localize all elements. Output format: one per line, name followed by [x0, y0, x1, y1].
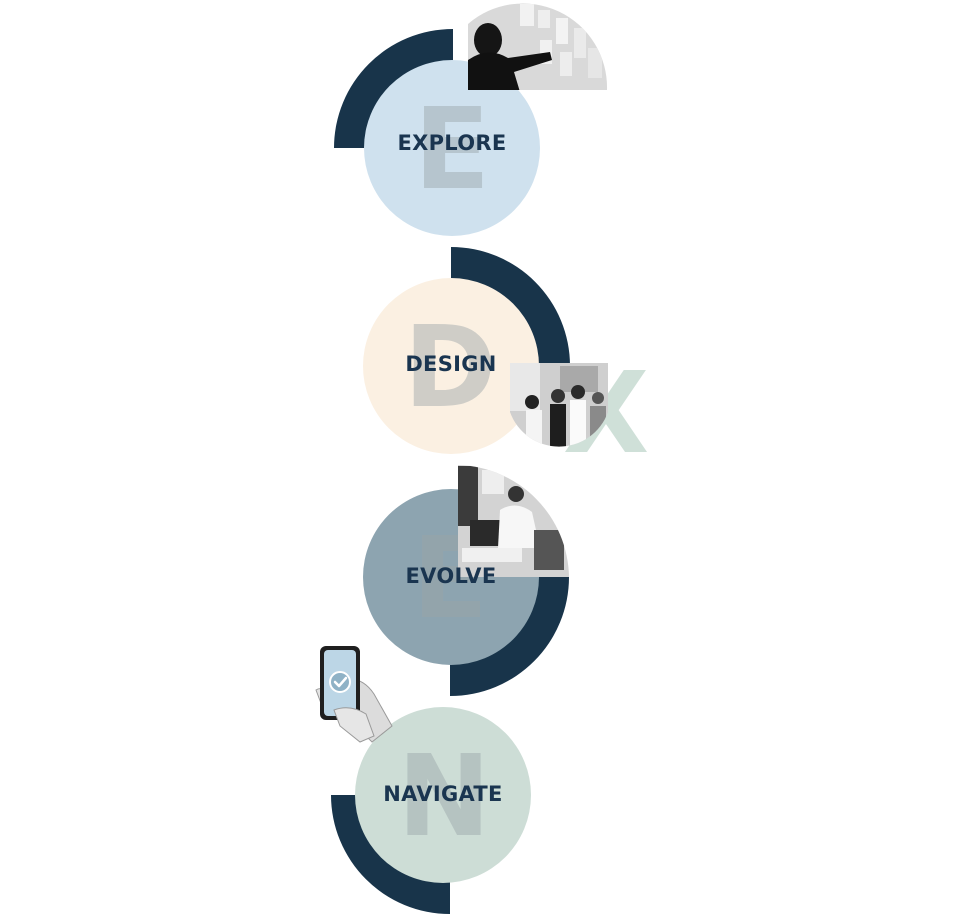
explore-label: EXPLORE	[397, 131, 506, 155]
stage-navigate: N NAVIGATE	[315, 646, 531, 914]
stage-evolve: E EVOLVE	[363, 465, 569, 696]
design-circle	[363, 278, 539, 454]
navigate-circle	[355, 707, 531, 883]
design-big-letter: D	[404, 303, 497, 433]
navigate-label: NAVIGATE	[383, 782, 502, 806]
checkmark-badge-icon	[329, 671, 351, 693]
stage-design: D X DESIGN	[363, 247, 649, 479]
explore-circle	[364, 60, 540, 236]
explore-big-letter: E	[414, 85, 491, 215]
evolve-label: EVOLVE	[406, 564, 497, 588]
design-label: DESIGN	[405, 352, 496, 376]
person-at-whiteboard-photo	[468, 3, 608, 91]
stage-explore: E EXPLORE	[334, 3, 608, 236]
hand-holding-phone-photo	[315, 646, 393, 743]
coworkers-at-computer-photo	[458, 465, 569, 577]
navigate-big-letter: N	[397, 732, 491, 862]
